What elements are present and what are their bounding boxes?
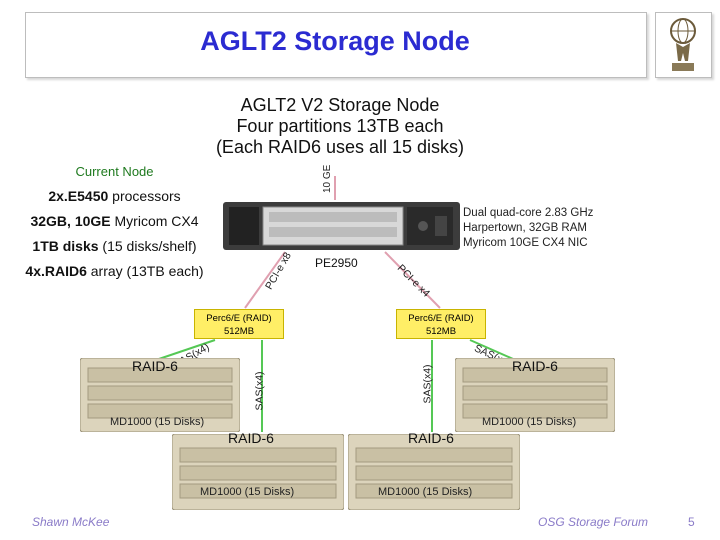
raid-controller: Perc6/E (RAID) 512MB [194, 309, 284, 339]
md1000-array [79, 357, 241, 433]
disk-shelf-icon [79, 357, 241, 433]
slide-title: AGLT2 Storage Node [200, 26, 470, 56]
array-label: MD1000 (15 Disks) [378, 486, 473, 498]
heading-line: AGLT2 V2 Storage Node [240, 95, 440, 115]
raid-label: RAID-6 [512, 358, 558, 374]
spec-line: 32GB, 10GE Myricom CX4 [12, 213, 217, 229]
spec-rest: (15 disks/shelf) [98, 238, 197, 254]
spec-bold: 2x.E5450 [48, 188, 109, 204]
title-frame [25, 12, 647, 78]
spec-item: Myricom 10GE CX4 NIC [463, 237, 588, 249]
raid-label: RAID-6 [228, 430, 274, 446]
footer-event: OSG Storage Forum [538, 515, 649, 529]
spec-bold: 32GB, 10GE [30, 213, 111, 229]
raid-label: RAID-6 [132, 358, 178, 374]
spec-rest: processors [108, 188, 181, 204]
spec-rest: array (13TB each) [86, 263, 204, 279]
sas-label: SAS(x4) [421, 364, 434, 404]
md1000-array [347, 433, 521, 511]
heading-line: (Each RAID6 uses all 15 disks) [215, 137, 465, 157]
spec-line: 4x.RAID6 array (13TB each) [12, 263, 217, 279]
array-label: MD1000 (15 Disks) [200, 486, 295, 498]
current-node-label: Current Node [75, 164, 154, 179]
raid-label: RAID-6 [408, 430, 454, 446]
page-number: 5 [688, 515, 695, 529]
network-link-label: 10 GE [322, 164, 333, 193]
spec-line: 2x.E5450 processors [12, 188, 217, 204]
controller-cache: 512MB [425, 326, 457, 337]
disk-shelf-icon [347, 433, 521, 511]
spec-bold: 1TB disks [32, 238, 99, 254]
spec-rest: Myricom CX4 [110, 213, 199, 229]
raid-controller: Perc6/E (RAID) 512MB [396, 309, 486, 339]
heading-line: Four partitions 13TB each [236, 116, 444, 136]
server-name: PE2950 [315, 256, 358, 270]
spec-item: Dual quad-core 2.83 GHz [463, 207, 594, 219]
controller-cache: 512MB [223, 326, 255, 337]
spec-line: 1TB disks (15 disks/shelf) [12, 238, 217, 254]
pcie-link-right [384, 251, 441, 309]
controller-name: Perc6/E (RAID) [206, 313, 272, 324]
atlas-logo [655, 12, 712, 78]
spec-bold: 4x.RAID6 [25, 263, 87, 279]
diagram-heading: AGLT2 V2 Storage Node Four partitions 13… [190, 95, 490, 158]
array-label: MD1000 (15 Disks) [110, 416, 205, 428]
rack-server-icon [223, 202, 460, 250]
disk-shelf-icon [171, 433, 345, 511]
controller-name: Perc6/E (RAID) [408, 313, 474, 324]
array-label: MD1000 (15 Disks) [482, 416, 577, 428]
sas-label: SAS(x4) [253, 371, 266, 411]
pe2950-server [223, 198, 460, 259]
spec-item: Harpertown, 32GB RAM [463, 222, 587, 234]
md1000-array [454, 357, 616, 433]
footer-author: Shawn McKee [32, 515, 110, 529]
pcie-link-left [244, 251, 286, 309]
md1000-array [171, 433, 345, 511]
server-specs: Dual quad-core 2.83 GHz Harpertown, 32GB… [463, 206, 593, 251]
disk-shelf-icon [454, 357, 616, 433]
atlas-statue-icon [670, 18, 696, 71]
